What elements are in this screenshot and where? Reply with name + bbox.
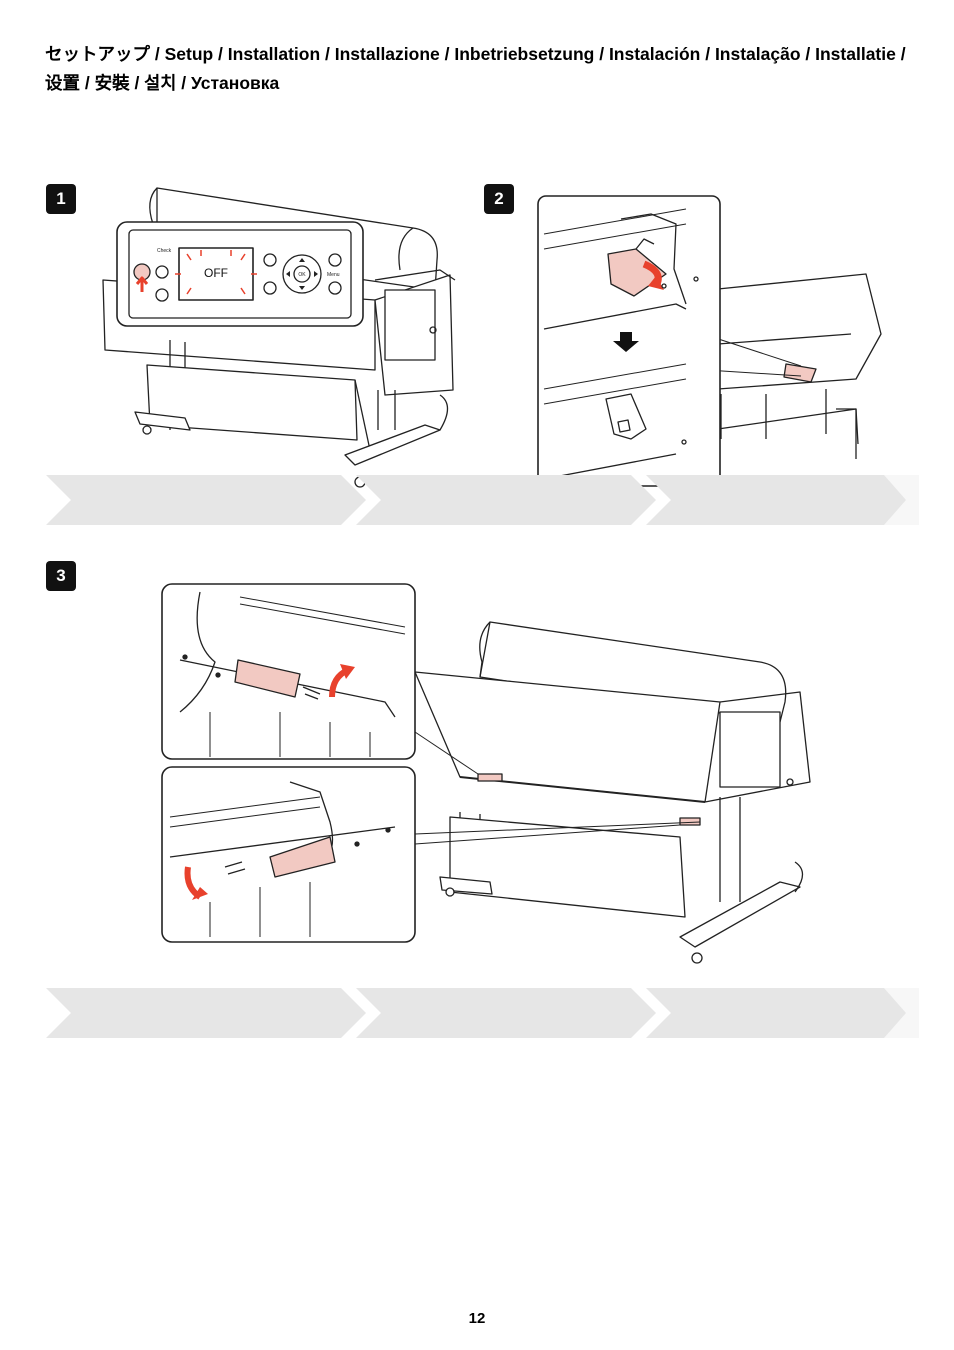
menu-label: Menu: [327, 272, 340, 278]
step-3-printer-illustration: [161, 583, 811, 964]
check-label: Check: [157, 248, 172, 254]
step-2-badge: 2: [484, 184, 514, 214]
page-number: 12: [468, 1310, 486, 1327]
step-3-progress-band: [46, 988, 919, 1038]
step-3-badge: 3: [46, 561, 76, 591]
step-2-printer-illustration: [537, 195, 882, 487]
page-title: セットアップ / Setup / Installation / Installa…: [45, 44, 906, 93]
panel-display-text: OFF: [204, 266, 228, 280]
ok-label: OK: [298, 272, 306, 278]
step-1-badge: 1: [46, 184, 76, 214]
step-1-printer-illustration: Check OFF Menu OK: [102, 187, 456, 488]
step-1-2-progress-band: [46, 475, 919, 525]
